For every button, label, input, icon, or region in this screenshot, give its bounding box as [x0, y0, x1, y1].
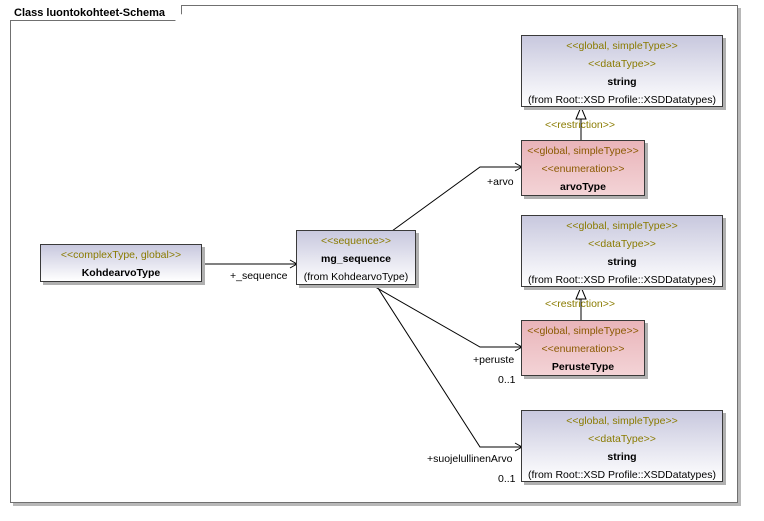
class-name: KohdearvoType: [81, 267, 161, 279]
stereotype: <<enumeration>>: [541, 163, 625, 175]
peruste-multiplicity: 0..1: [498, 374, 516, 386]
class-string-mid[interactable]: <<global, simpleType>> <<dataType>> stri…: [521, 215, 723, 287]
suojelullinen-role-label: +suojelullinenArvo: [427, 453, 513, 465]
diagram-title: Class luontokohteet-Schema: [10, 5, 182, 21]
class-mg_sequence[interactable]: <<sequence>> mg_sequence (from Kohdearvo…: [296, 230, 416, 285]
stereotype: <<global, simpleType>>: [527, 325, 639, 337]
class-name: arvoType: [560, 181, 606, 193]
stereotype: <<global, simpleType>>: [527, 145, 639, 157]
class-arvoType[interactable]: <<global, simpleType>> <<enumeration>> a…: [521, 140, 645, 196]
suojelullinen-association: [375, 284, 522, 448]
restriction-label-1: <<restriction>>: [545, 119, 616, 131]
stereotype: <<global, simpleType>>: [566, 220, 678, 232]
class-name: mg_sequence: [320, 253, 392, 265]
class-KohdearvoType[interactable]: <<complexType, global>> KohdearvoType: [40, 244, 202, 282]
class-name: PerusteType: [551, 361, 615, 373]
stereotype: <<global, simpleType>>: [566, 415, 678, 427]
peruste-role-label: +peruste: [473, 354, 515, 366]
suojelullinen-multiplicity: 0..1: [498, 473, 516, 485]
arvo-role-label: +arvo: [487, 176, 514, 188]
class-string-bottom[interactable]: <<global, simpleType>> <<dataType>> stri…: [521, 410, 723, 482]
restriction-label-2: <<restriction>>: [545, 298, 616, 310]
class-origin: (from Root::XSD Profile::XSDDatatypes): [528, 469, 716, 481]
class-name: string: [607, 76, 637, 88]
stereotype: <<dataType>>: [588, 58, 656, 70]
stereotype: <<complexType, global>>: [60, 249, 182, 261]
arvo-association: [391, 166, 522, 232]
class-name: string: [607, 256, 637, 268]
stereotype: <<enumeration>>: [541, 343, 625, 355]
class-name: string: [607, 451, 637, 463]
class-origin: (from Root::XSD Profile::XSDDatatypes): [528, 274, 716, 286]
sequence-role-label: +_sequence: [230, 270, 288, 282]
class-origin: (from Root::XSD Profile::XSDDatatypes): [528, 94, 716, 106]
stereotype: <<global, simpleType>>: [566, 40, 678, 52]
class-origin: (from KohdearvoType): [303, 271, 409, 283]
stereotype: <<sequence>>: [320, 235, 392, 247]
restriction-arrowhead-1: [575, 105, 587, 120]
class-PerusteType[interactable]: <<global, simpleType>> <<enumeration>> P…: [521, 320, 645, 376]
peruste-association: [369, 283, 522, 348]
class-string-top[interactable]: <<global, simpleType>> <<dataType>> stri…: [521, 35, 723, 107]
stereotype: <<dataType>>: [588, 238, 656, 250]
stereotype: <<dataType>>: [588, 433, 656, 445]
restriction-arrowhead-2: [575, 285, 587, 300]
